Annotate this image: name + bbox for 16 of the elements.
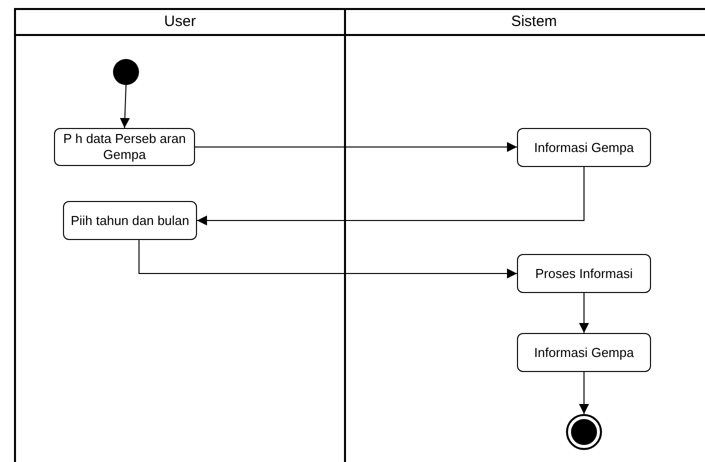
activity-box: Informasi Gempa	[517, 333, 651, 372]
final-node	[566, 414, 602, 450]
control-flow-arrow	[120, 84, 130, 128]
lane-title: Sistem	[346, 10, 705, 36]
activity-box: Piih tahun dan bulan	[63, 201, 197, 240]
control-flow-arrow	[579, 292, 589, 334]
control-flow-arrow	[194, 142, 518, 152]
control-flow-arrow	[196, 166, 584, 226]
swimlane	[14, 8, 346, 462]
lane-title: User	[16, 10, 344, 36]
activity-box: Informasi Gempa	[517, 128, 651, 167]
control-flow-arrow	[579, 372, 589, 414]
initial-node	[113, 59, 139, 85]
activity-box: Proses Informasi	[517, 254, 651, 293]
control-flow-arrow	[138, 240, 518, 278]
activity-box: P h data Perseb aran Gempa	[54, 128, 195, 166]
